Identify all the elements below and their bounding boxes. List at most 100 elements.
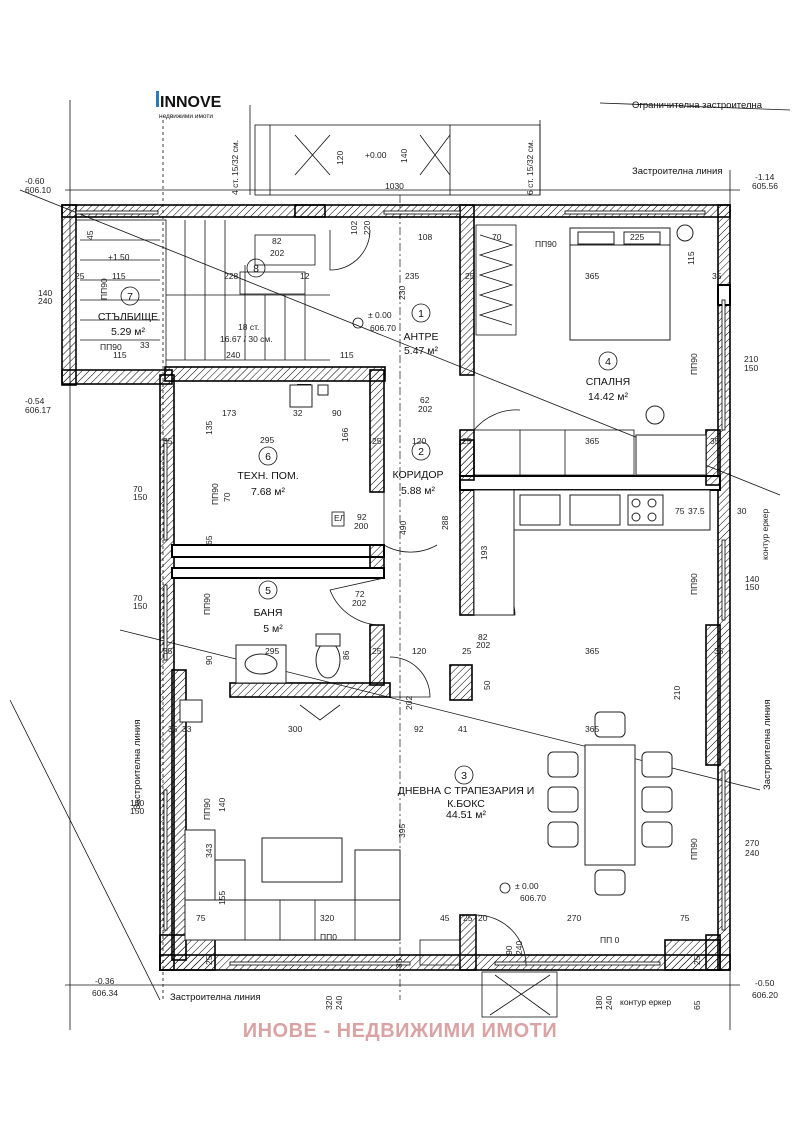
dim-90-c: 90 [504, 945, 514, 955]
wtag-4: ПП90 [689, 573, 699, 595]
room-2-number: 2 [418, 446, 424, 458]
dim-90-a: 90 [332, 408, 342, 418]
room-5-circle [258, 580, 278, 600]
entry-platform [254, 124, 541, 196]
dim-240-f: 240 [604, 996, 614, 1010]
dim-33-b: 33 [182, 724, 192, 734]
dim-140: 140 [399, 149, 409, 163]
room-6-circle [258, 446, 278, 466]
room-2-circle [411, 441, 431, 461]
wtag-2: ПП90 [100, 342, 122, 352]
bedroom-furniture [569, 224, 707, 476]
level-top-entry: +0.00 [365, 150, 387, 160]
dim-33: 33 [140, 340, 150, 350]
dim-86: 86 [341, 650, 351, 660]
dimension-labels: 1030 120 140 102 220 108 70 225 115 235 … [38, 149, 759, 1010]
corner-tr: -1.14 [755, 172, 775, 182]
room-2-area: 5.88 м² [401, 485, 436, 497]
dim-240-c: 240 [745, 848, 759, 858]
dim-115-d: 115 [340, 350, 354, 360]
dim-150-c: 150 [133, 601, 147, 611]
dim-150-e: 150 [130, 806, 144, 816]
building-line-bottom: Застроителна линия [170, 992, 260, 1003]
room-1-area: 5.47 м² [404, 345, 439, 357]
dim-35-a: 35 [712, 271, 722, 281]
dim-62: 62 [420, 395, 430, 405]
level-antre: ± 0.00 [368, 310, 392, 320]
room-3-circle [454, 765, 474, 785]
el-box [331, 511, 345, 527]
level-stairs: +1.50 [108, 252, 130, 262]
room-4-name: СПАЛНЯ [586, 376, 630, 388]
logo-subtitle: недвижими имоти [159, 113, 213, 120]
corner-bl: -0.36 [95, 976, 115, 986]
room-6-name: ТЕХН. ПОМ. [237, 470, 298, 482]
corner-tl: -0.60 [25, 176, 45, 186]
building-line-right: Застроителна линия [762, 700, 773, 790]
dim-240-e: 240 [334, 996, 344, 1010]
dim-240-b: 240 [226, 350, 240, 360]
window-tags: ПП90 ПП90 ПП90 ПП90 ПП90 ПП90 ПП90 ПП90 … [99, 239, 699, 945]
dim-45: 45 [85, 230, 95, 240]
dim-135: 135 [204, 421, 214, 435]
bottom-entrance [419, 939, 558, 1018]
dim-82-a: 82 [272, 236, 282, 246]
dim-45-b: 45 [440, 913, 450, 923]
room-6-number: 6 [265, 451, 271, 463]
dim-72: 72 [355, 589, 365, 599]
corner-bl-abs: 606.34 [92, 988, 118, 998]
brand-logo: INNOVE недвижими имоти [156, 91, 222, 120]
level-symbol-antre [352, 317, 364, 329]
dim-37-5: 37.5 [688, 506, 705, 516]
boundary-labels: Ограничителна застроителна Застроителна … [132, 100, 773, 1007]
wtag-9: ПП0 [320, 932, 337, 942]
level-living: ± 0.00 [515, 881, 539, 891]
watermark-footer: ИНОВЕ - НЕДВИЖИМИ ИМОТИ [242, 1020, 558, 1042]
dim-150-d: 150 [745, 582, 759, 592]
dim-12: 12 [300, 271, 310, 281]
dim-200: 200 [354, 521, 368, 531]
wtag-6: ПП90 [202, 593, 212, 615]
room-3-area: 44.51 м² [446, 809, 486, 821]
dining-set [547, 711, 673, 896]
dim-35-e: 35 [714, 646, 724, 656]
dim-35-g: 35 [394, 958, 404, 968]
dim-41: 41 [458, 724, 468, 734]
dim-193: 193 [479, 546, 489, 560]
building-line-top: Застроителна линия [632, 166, 722, 177]
dim-235: 235 [405, 271, 419, 281]
limit-line-label: Ограничителна застроителна [632, 100, 763, 111]
dim-320-a: 320 [320, 913, 334, 923]
corner-levels: -0.60 606.10 -1.14 605.56 -0.54 606.17 -… [25, 172, 778, 1000]
dim-166: 166 [340, 428, 350, 442]
room-5-number: 5 [265, 585, 271, 597]
room-8-circle [246, 258, 266, 278]
dim-365-d: 365 [585, 724, 599, 734]
room-4-circle [598, 351, 618, 371]
dim-240-a: 240 [38, 296, 52, 306]
dim-180: 180 [594, 996, 604, 1010]
building-line-left: Застроителна линия [132, 720, 143, 810]
corner-tl-abs: 606.10 [25, 185, 51, 195]
dim-25-a: 25 [465, 271, 475, 281]
dim-155: 155 [217, 891, 227, 905]
wtag-7: ПП90 [202, 798, 212, 820]
dim-343: 343 [204, 844, 214, 858]
dim-300: 300 [288, 724, 302, 734]
dim-25-b: 25 [75, 271, 85, 281]
dim-295-a: 295 [260, 435, 274, 445]
dim-490: 490 [398, 521, 408, 535]
dim-75-a: 75 [675, 506, 685, 516]
level-symbol-living [499, 882, 511, 894]
room-8-box [254, 234, 316, 266]
dim-365-c: 365 [585, 646, 599, 656]
logo-bar [156, 91, 159, 107]
dim-202-c: 202 [352, 598, 366, 608]
wtag-11: ПП90 [99, 278, 109, 300]
dim-1030: 1030 [385, 181, 404, 191]
interior-walls [159, 204, 731, 971]
level-marks: +0.00 +1.50 ± 0.00 606.70 ± 0.00 606.70 [108, 150, 546, 903]
room-5-name: БАНЯ [254, 607, 283, 619]
corner-ml-abs: 606.17 [25, 405, 51, 415]
